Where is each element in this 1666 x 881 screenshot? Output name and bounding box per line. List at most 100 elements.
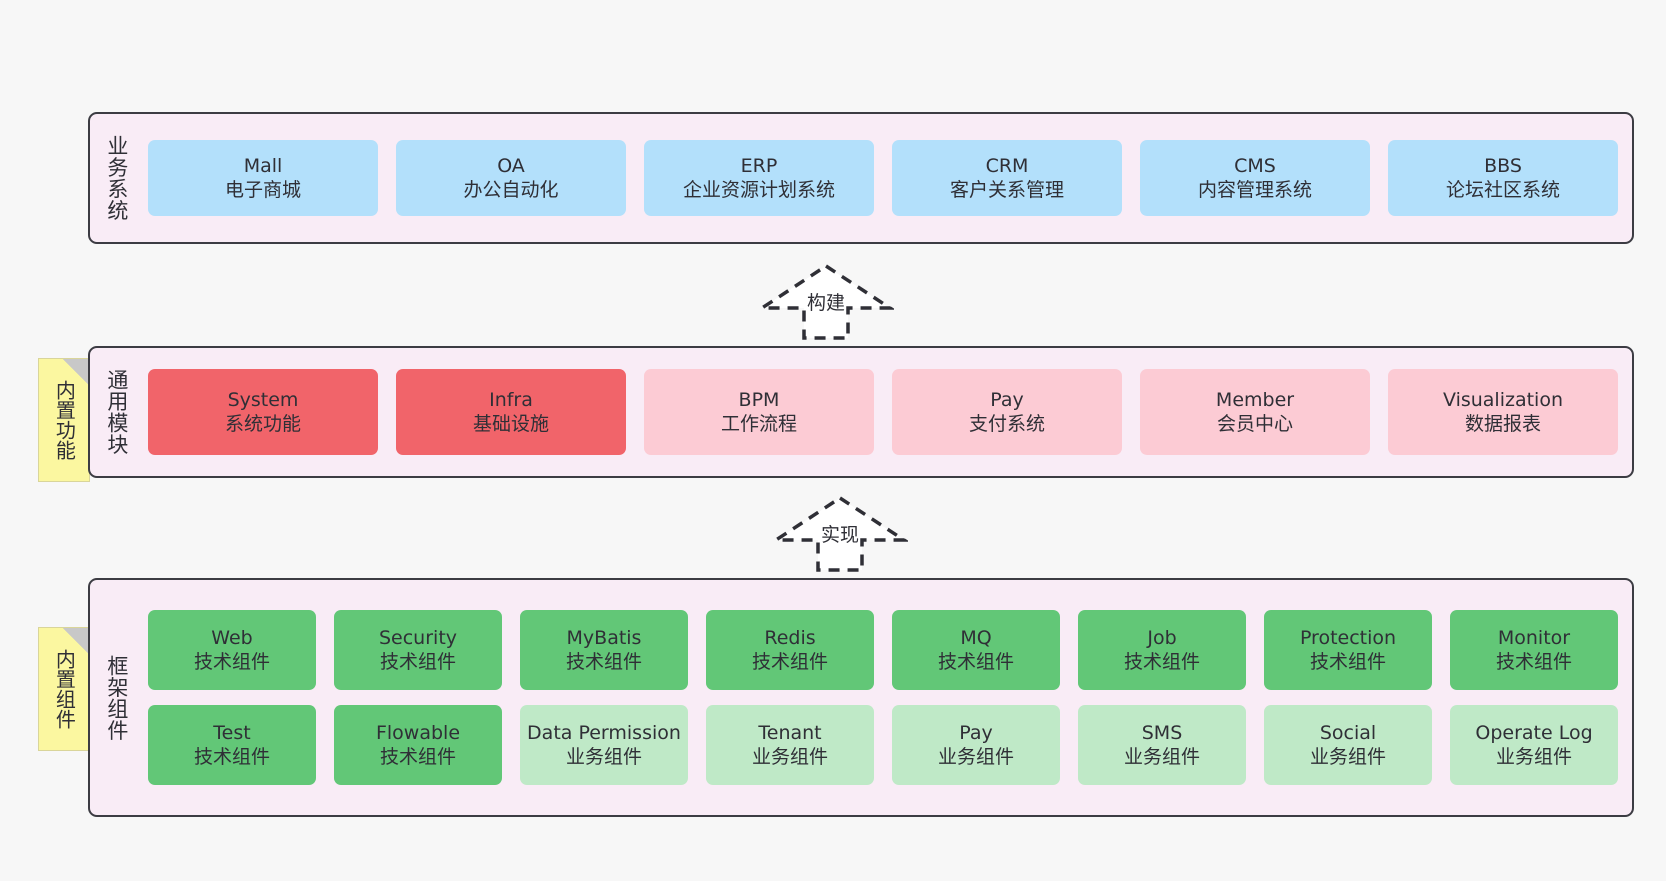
node-title: Redis <box>764 626 816 649</box>
node-subtitle: 业务组件 <box>1495 746 1572 768</box>
sticky-fold-icon <box>63 628 89 654</box>
node-title: CMS <box>1234 154 1276 177</box>
node-subtitle: 电子商城 <box>224 179 301 201</box>
node-title: Infra <box>489 388 533 411</box>
node-subtitle: 业务组件 <box>1309 746 1386 768</box>
node-subtitle: 数据报表 <box>1464 413 1541 435</box>
node-title: Protection <box>1299 626 1397 649</box>
node-subtitle: 业务组件 <box>565 746 642 768</box>
node-title: Security <box>378 626 458 649</box>
node-title: BBS <box>1484 154 1522 177</box>
layer-framework-components-title: 框架组件 <box>104 654 129 741</box>
node-title: Flowable <box>375 721 461 744</box>
node-subtitle: 企业资源计划系统 <box>682 179 835 201</box>
sticky-note-builtin-components: 内置组件 <box>38 627 90 751</box>
node-subtitle: 内容管理系统 <box>1197 179 1312 201</box>
node-title: System <box>227 388 299 411</box>
node-title: MQ <box>960 626 992 649</box>
node-title: Test <box>213 721 251 744</box>
generalization-arrow-shape <box>772 495 908 572</box>
node-subtitle: 业务组件 <box>937 746 1014 768</box>
connector-implement-label: 实现 <box>820 524 860 546</box>
sticky-note-builtin-components-label: 内置组件 <box>52 649 77 729</box>
node-title: CRM <box>985 154 1029 177</box>
node-subtitle: 基础设施 <box>472 413 549 435</box>
node-subtitle: 技术组件 <box>193 746 270 768</box>
node-subtitle: 技术组件 <box>193 651 270 673</box>
node-title: Pay <box>959 721 993 744</box>
node-title: MyBatis <box>566 626 642 649</box>
node-subtitle: 论坛社区系统 <box>1445 179 1560 201</box>
node-title: Operate Log <box>1475 721 1593 744</box>
node-subtitle: 工作流程 <box>720 413 797 435</box>
node-title: SMS <box>1141 721 1183 744</box>
node-subtitle: 业务组件 <box>1123 746 1200 768</box>
node-subtitle: 支付系统 <box>968 413 1045 435</box>
layer-common-modules-title: 通用模块 <box>104 369 129 455</box>
node-title: Job <box>1147 626 1177 649</box>
layer-business-system-title: 业务系统 <box>104 135 129 221</box>
node-title: Member <box>1215 388 1295 411</box>
node-title: BPM <box>738 388 780 411</box>
node-subtitle: 办公自动化 <box>463 179 559 201</box>
node-subtitle: 技术组件 <box>937 651 1014 673</box>
connector-build-label: 构建 <box>806 292 846 314</box>
node-title: Pay <box>990 388 1024 411</box>
connector-implement: 实现 <box>772 494 908 572</box>
node-title: Tenant <box>758 721 822 744</box>
node-subtitle: 技术组件 <box>565 651 642 673</box>
node-title: Visualization <box>1442 388 1563 411</box>
node-title: Web <box>211 626 253 649</box>
node-title: Data Permission <box>527 721 681 744</box>
sticky-note-builtin-features-label: 内置功能 <box>52 380 77 460</box>
node-title: Mall <box>243 154 283 177</box>
node-subtitle: 技术组件 <box>379 651 456 673</box>
node-subtitle: 业务组件 <box>751 746 828 768</box>
node-title: OA <box>497 154 525 177</box>
node-title: ERP <box>740 154 778 177</box>
node-subtitle: 技术组件 <box>751 651 828 673</box>
node-title: Monitor <box>1497 626 1571 649</box>
connector-build: 构建 <box>758 262 894 340</box>
node-subtitle: 技术组件 <box>1495 651 1572 673</box>
node-subtitle: 技术组件 <box>379 746 456 768</box>
